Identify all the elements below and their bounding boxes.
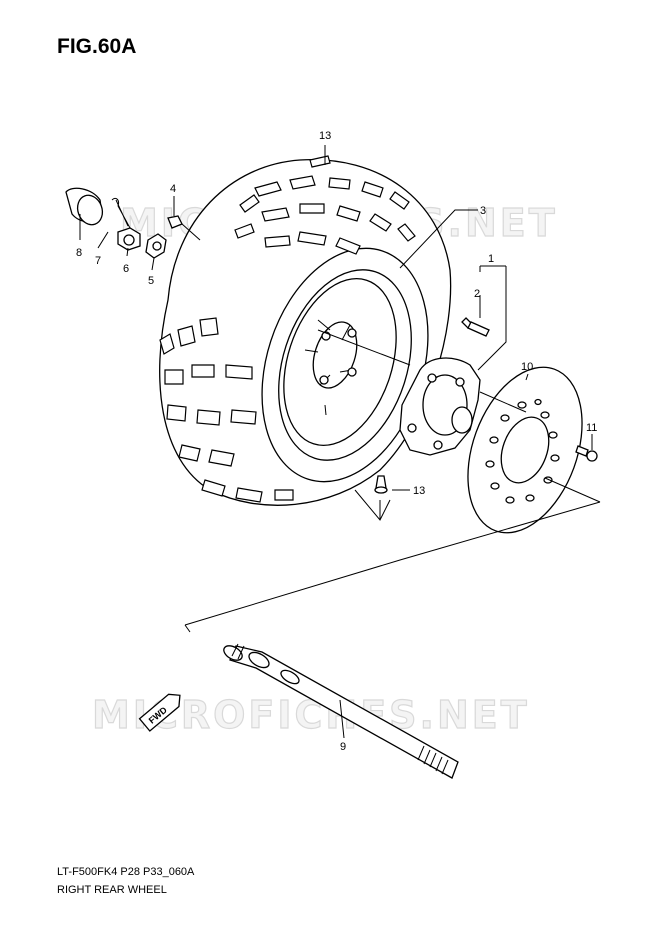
bolt-part-2 [461, 317, 490, 337]
callout-13: 13 [413, 485, 425, 497]
callout-10: 10 [521, 361, 533, 373]
callout-6: 6 [123, 263, 129, 275]
callout-2: 2 [474, 288, 480, 300]
washer-part-5 [145, 233, 167, 259]
tire-tread [234, 155, 416, 255]
figure-title: FIG.60A [57, 35, 137, 58]
figure-model-code: LT-F500FK4 P28 P33_060A [57, 866, 195, 878]
callout-3: 3 [480, 205, 486, 217]
cotter-pin-part-7 [111, 197, 131, 229]
callout-5: 5 [148, 275, 154, 287]
brake-disc [467, 366, 583, 534]
nut-part-4 [167, 215, 201, 241]
nut-part-6 [117, 227, 141, 251]
leader-lines [79, 145, 601, 739]
callout-8: 8 [76, 247, 82, 259]
axle-splines [231, 643, 449, 775]
wheel-lug-recess [347, 367, 357, 377]
figure-caption: RIGHT REAR WHEEL [57, 884, 167, 896]
valve-part-13 [374, 475, 388, 494]
callout-12: 13 [319, 130, 331, 142]
callout-7: 7 [95, 255, 101, 267]
disc-center-bore [500, 416, 550, 484]
disc-holes [485, 398, 560, 504]
callout-1: 1 [488, 253, 494, 265]
tire [159, 155, 452, 506]
tire-side-lugs [159, 317, 294, 503]
hub-boss [451, 406, 473, 434]
wheel-lug-recess [347, 328, 357, 338]
wheel-lug-recess [319, 375, 329, 385]
callout-4: 4 [170, 183, 176, 195]
hub-cap-part-8 [65, 187, 104, 226]
callout-11: 11 [586, 422, 597, 434]
axle-shaft [223, 643, 459, 779]
bolt-part-11 [575, 445, 598, 462]
wheel-hub [399, 357, 481, 456]
callout-9: 9 [340, 741, 346, 753]
